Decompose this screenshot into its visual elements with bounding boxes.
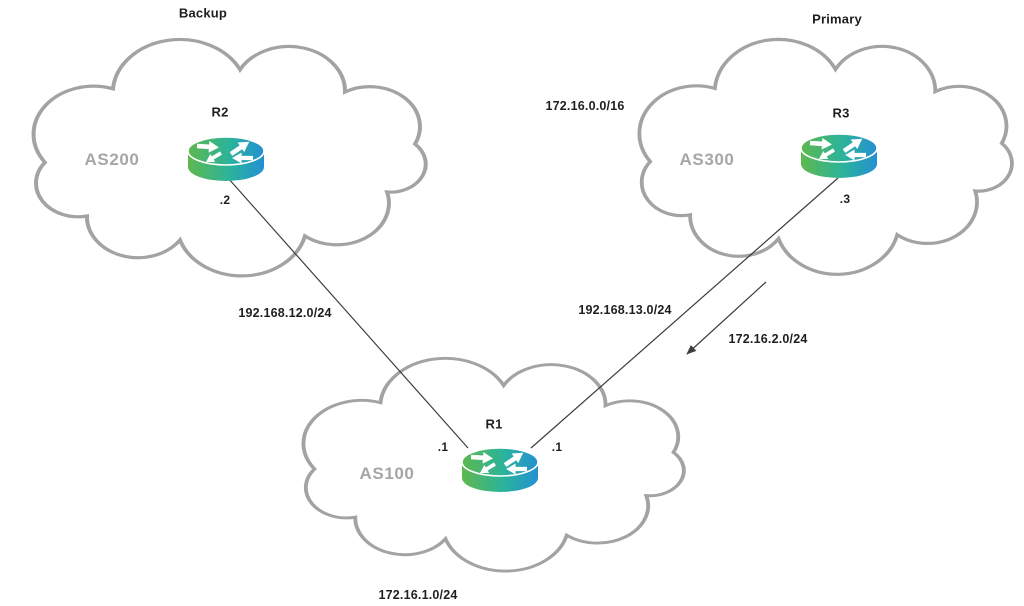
r1-right-interface-label: .1 bbox=[551, 440, 563, 454]
link-r3-r1-subnet-label: 192.168.13.0/24 bbox=[578, 303, 672, 317]
as300-label: AS300 bbox=[679, 150, 735, 169]
backup-label: Backup bbox=[178, 5, 228, 21]
r1-left-interface-label: .1 bbox=[437, 440, 449, 454]
link-r2-r1-line bbox=[227, 177, 469, 449]
r3-label: R3 bbox=[832, 105, 850, 121]
r1-label: R1 bbox=[485, 416, 503, 432]
r3-interface-label: .3 bbox=[839, 192, 851, 206]
router-r2-icon bbox=[187, 136, 265, 182]
advertised-route-label: 172.16.2.0/24 bbox=[728, 332, 808, 346]
route-advertisement-arrow-icon bbox=[686, 281, 767, 355]
link-r3-r1-line bbox=[530, 177, 839, 449]
primary-label: Primary bbox=[812, 11, 862, 27]
link-r2-r1-subnet-label: 192.168.12.0/24 bbox=[238, 306, 332, 320]
as300-network-label: 172.16.0.0/16 bbox=[545, 99, 625, 113]
as100-label: AS100 bbox=[359, 464, 415, 483]
router-r3-icon bbox=[800, 133, 878, 179]
r2-interface-label: .2 bbox=[219, 193, 231, 207]
router-r1-icon bbox=[461, 447, 539, 493]
r2-label: R2 bbox=[211, 104, 229, 120]
as100-network-label: 172.16.1.0/24 bbox=[378, 588, 458, 602]
as200-label: AS200 bbox=[84, 150, 140, 169]
